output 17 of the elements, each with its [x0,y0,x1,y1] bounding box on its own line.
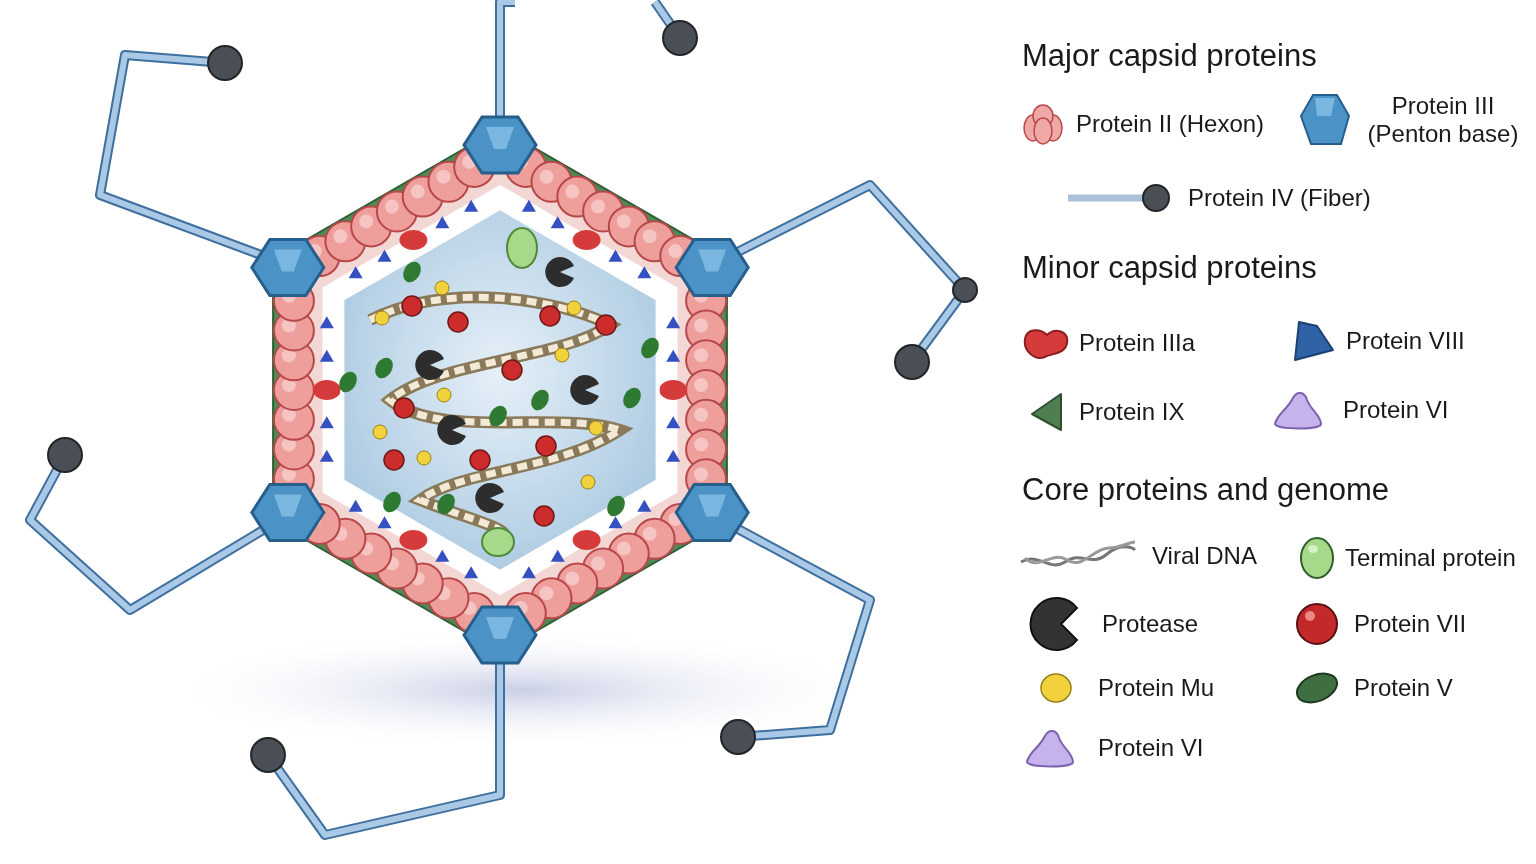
section-heading: Major capsid proteins [1022,38,1317,74]
legend-label: Protein VI [1343,396,1449,424]
legend-label: Protease [1102,610,1199,638]
section-heading: Minor capsid proteins [1022,250,1317,286]
legend-label: Protein IIIa [1079,329,1196,357]
legend-label: Protein VII [1354,610,1467,638]
legend-label: Viral DNA [1152,542,1257,570]
legend-label: Protein VIII [1346,327,1465,355]
legend-label: Protein IV (Fiber) [1188,184,1371,212]
legend-label: Terminal protein [1345,544,1516,572]
legend-label: Protein V [1354,674,1453,702]
legend-label: Protein Mu [1098,674,1215,702]
legend-label: Protein VI [1098,734,1204,762]
legend-label: Protein II (Hexon) [1076,110,1265,138]
section-heading: Core proteins and genome [1022,472,1390,508]
legend-label: Protein IX [1079,398,1185,426]
legend-label: Protein III (Penton base) [1366,92,1520,148]
